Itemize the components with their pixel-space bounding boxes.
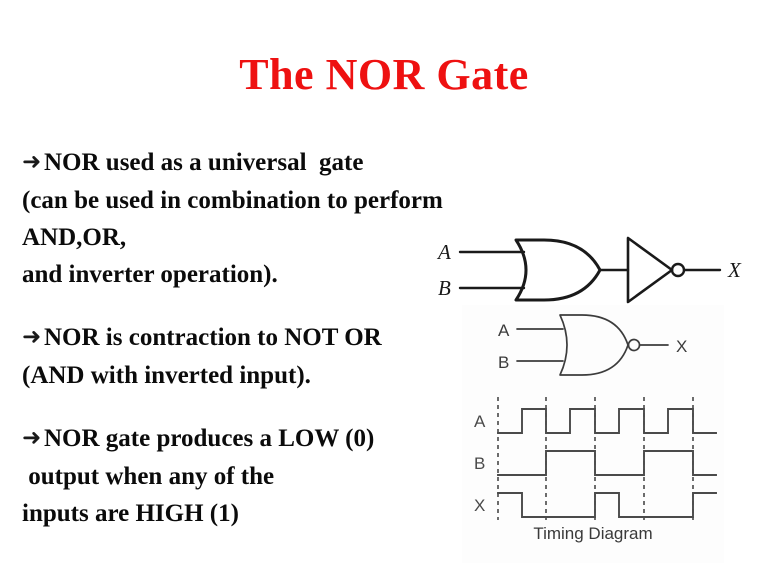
label-gate-input-b: B: [498, 353, 509, 372]
label-waveform-a: A: [474, 412, 486, 431]
bullet-item: ➜NOR gate produces a LOW (0) output when…: [22, 420, 472, 532]
bullet-line: (AND with inverted input).: [22, 362, 311, 389]
bullet-line: (can be used in combination to perform: [22, 187, 443, 214]
bullet-line: ➜NOR is contraction to NOT OR: [22, 319, 472, 357]
label-waveform-x: X: [474, 496, 485, 515]
label-input-a: A: [436, 240, 451, 264]
waveform-b: [497, 450, 717, 476]
label-gate-output-x: X: [676, 337, 687, 356]
or-gate-inverter-diagram: A B X: [432, 228, 752, 308]
arrow-bullet-icon: ➜: [22, 425, 42, 451]
arrow-bullet-icon: ➜: [22, 149, 42, 175]
waveform-a: [497, 408, 717, 434]
bullet-line-text: NOR used as a universal gate: [44, 149, 364, 176]
bullet-line: and inverter operation).: [22, 261, 278, 288]
label-gate-input-a: A: [498, 321, 510, 340]
arrow-bullet-icon: ➜: [22, 324, 42, 350]
label-output-x: X: [727, 258, 742, 282]
bullet-line: ➜NOR gate produces a LOW (0): [22, 420, 472, 458]
bullet-line: AND,OR,: [22, 224, 127, 251]
bullet-list: ➜NOR used as a universal gate (can be us…: [22, 144, 472, 532]
bullet-line-text: NOR is contraction to NOT OR: [44, 324, 382, 351]
label-waveform-b: B: [474, 454, 485, 473]
label-input-b: B: [438, 276, 451, 300]
bullet-line: inputs are HIGH (1): [22, 500, 239, 527]
nor-output-bubble: [627, 338, 641, 352]
bullet-line: ➜NOR used as a universal gate: [22, 144, 472, 182]
timing-diagram-caption: Timing Diagram: [533, 524, 653, 543]
inverter-body: [626, 236, 674, 304]
bullet-item: ➜NOR used as a universal gate (can be us…: [22, 144, 472, 293]
nor-gate-body: [559, 314, 629, 376]
bullet-line-text: NOR gate produces a LOW (0): [44, 425, 375, 452]
waveform-x: [497, 492, 717, 518]
or-gate-body: [514, 238, 602, 302]
page-title: The NOR Gate: [239, 50, 529, 99]
bullet-item: ➜NOR is contraction to NOT OR (AND with …: [22, 319, 472, 394]
inverter-bubble: [670, 262, 686, 278]
nor-gate-timing-diagram: A B X A B X: [462, 305, 724, 563]
bullet-line: output when any of the: [22, 463, 275, 490]
